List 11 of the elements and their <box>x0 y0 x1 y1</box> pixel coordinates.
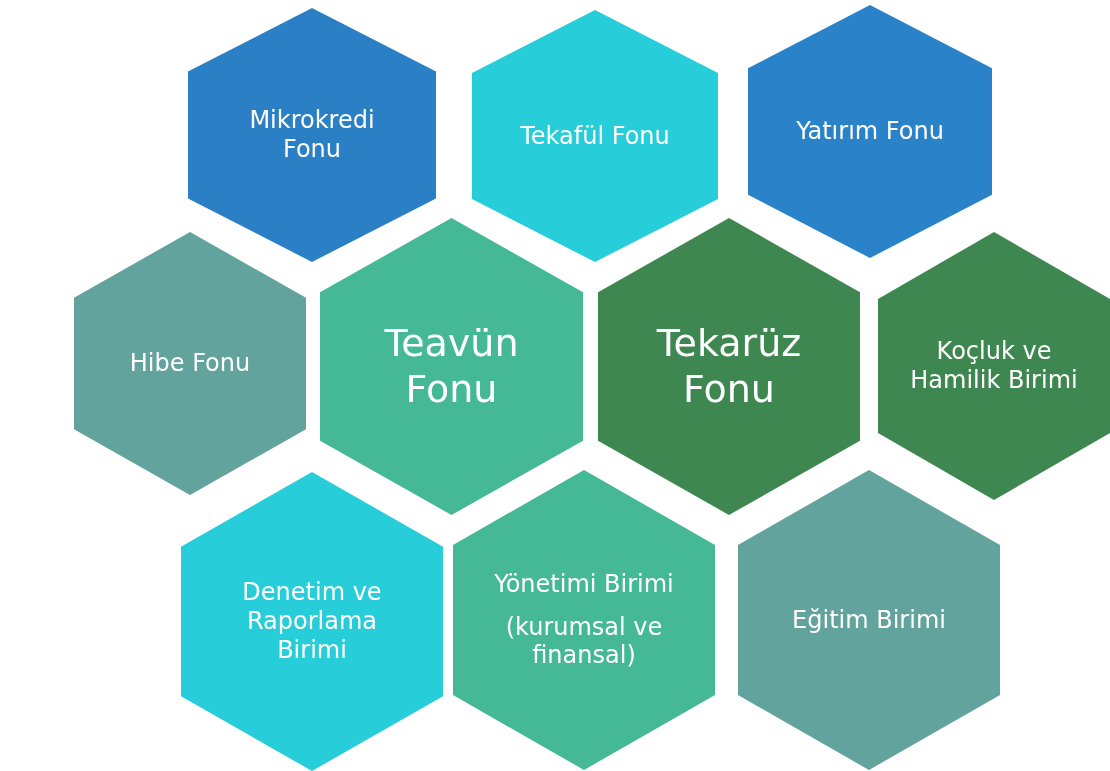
tile-label: Denetim ve Raporlama Birimi <box>241 578 383 665</box>
tile-label: Tekafül Fonu <box>520 121 670 151</box>
tile-label: (kurumsal ve finansal) <box>504 612 664 671</box>
tile-label: Eğitim Birimi <box>792 605 946 635</box>
tile-label: Mikrokredi Fonu <box>248 106 376 164</box>
tile-label: Yönetimi Birimi <box>494 569 674 599</box>
tile-label: Tekarüz Fonu <box>655 320 803 413</box>
tile-label: Teavün Fonu <box>383 320 520 413</box>
tile-label: Hibe Fonu <box>129 349 251 378</box>
tile-label: Yatırım Fonu <box>796 117 944 146</box>
tile-label: Koçluk ve Hamilik Birimi <box>909 337 1079 395</box>
